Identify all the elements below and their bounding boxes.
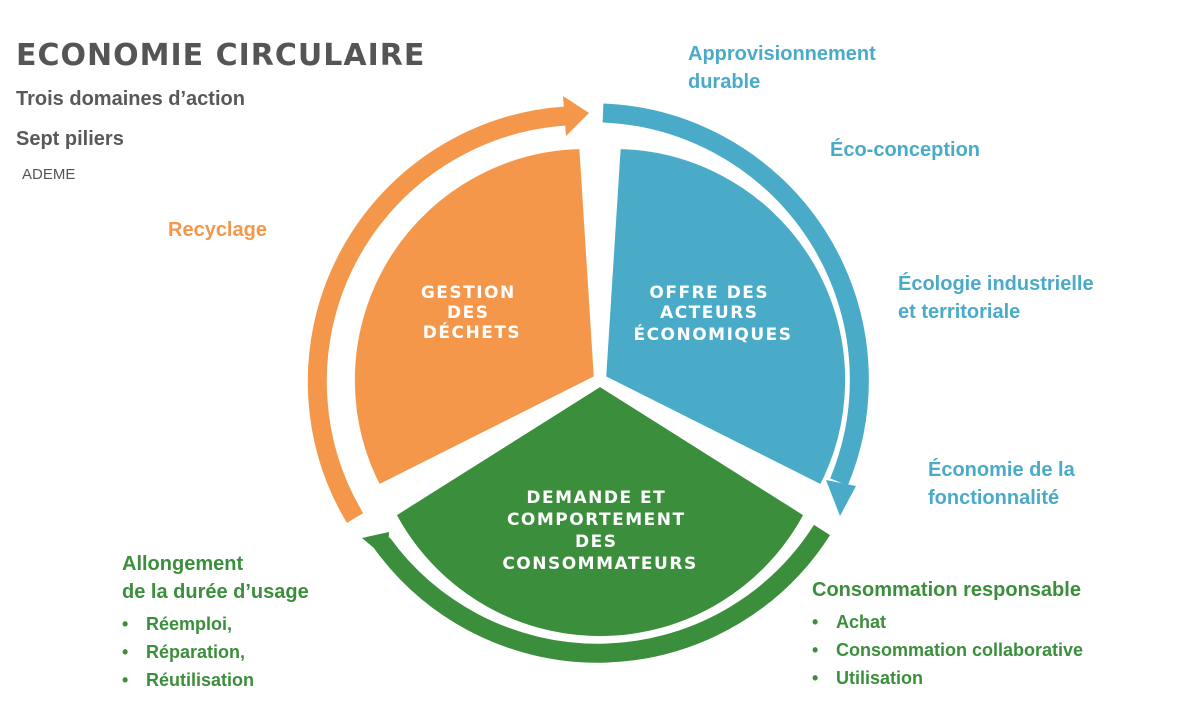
list-item: Réemploi, xyxy=(122,610,309,638)
list-item: Achat xyxy=(812,608,1083,636)
arrow-blue-head xyxy=(826,480,856,516)
arrow-blue xyxy=(602,103,869,486)
pillar-recycling: Recyclage xyxy=(168,219,267,241)
usage-extension-list: Réemploi, Réparation, Réutilisation xyxy=(122,610,309,694)
list-item: Réparation, xyxy=(122,638,309,666)
arrow-green xyxy=(374,524,831,663)
list-item: Consommation collaborative xyxy=(812,636,1083,664)
segment-label-supply: OFFRE DES ACTEURS ÉCONOMIQUES xyxy=(633,283,792,345)
arrow-orange-head xyxy=(563,96,589,136)
segment-waste-management xyxy=(342,137,606,498)
pillar-functional-economy: Économie de la fonctionnalité xyxy=(928,456,1075,512)
subtitle-pillars: Sept piliers xyxy=(16,128,124,150)
pillar-usage-extension-title1: Allongement xyxy=(122,553,244,575)
arrow-green-head xyxy=(362,532,389,560)
pillar-sustainable-supply: Approvisionnement durable xyxy=(688,40,876,96)
pillar-responsible-consumption-title: Consommation responsable xyxy=(812,579,1081,601)
source-label: ADEME xyxy=(22,166,76,183)
pillar-sustainable-supply-line1: Approvisionnement xyxy=(688,43,876,65)
page-title: ECONOMIE CIRCULAIRE xyxy=(16,38,426,73)
arrow-orange xyxy=(307,106,567,523)
pillar-functional-economy-line2: fonctionnalité xyxy=(928,487,1060,509)
pillar-industrial-ecology-line1: Écologie industrielle xyxy=(898,273,1094,295)
pillar-responsible-consumption: Consommation responsable Achat Consommat… xyxy=(812,576,1083,692)
pillar-industrial-ecology: Écologie industrielle et territoriale xyxy=(898,270,1094,326)
pillar-functional-economy-line1: Économie de la xyxy=(928,459,1075,481)
list-item: Utilisation xyxy=(812,664,1083,692)
list-item: Réutilisation xyxy=(122,666,309,694)
pillar-usage-extension-title2: de la durée d’usage xyxy=(122,581,309,603)
pillar-sustainable-supply-line2: durable xyxy=(688,71,761,93)
pillar-industrial-ecology-line2: et territoriale xyxy=(898,301,1021,323)
pillar-eco-design: Éco-conception xyxy=(830,139,981,161)
subtitle-domains: Trois domaines d’action xyxy=(16,88,245,110)
segment-label-waste: GESTION DES DÉCHETS xyxy=(421,283,523,343)
pillar-usage-extension: Allongement de la durée d’usage Réemploi… xyxy=(122,550,309,694)
responsible-consumption-list: Achat Consommation collaborative Utilisa… xyxy=(812,608,1083,692)
segment-label-demand: DEMANDE ET COMPORTEMENT DES CONSOMMATEUR… xyxy=(502,488,697,574)
segment-consumer-demand xyxy=(383,374,817,648)
